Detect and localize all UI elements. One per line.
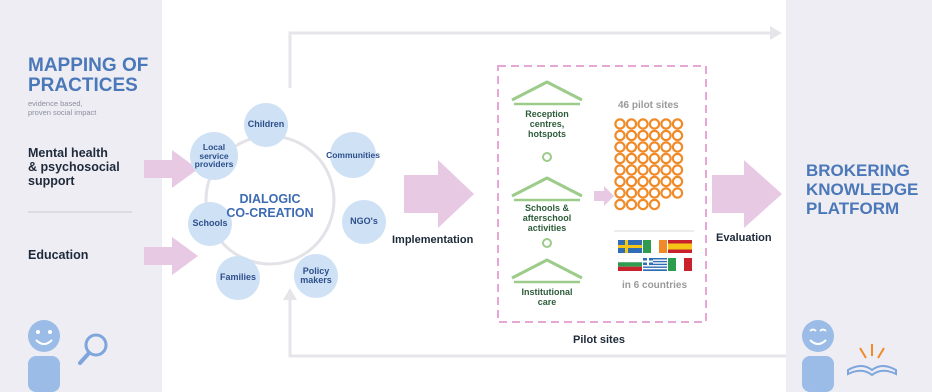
spain-flag [668,240,692,253]
house-roof-schools [511,176,583,198]
pilot-site-dot [660,187,672,199]
pilot-site-dot [614,164,626,176]
pilot-site-dot [671,152,684,165]
education-label: Education [28,248,89,262]
pilot-site-dot [637,118,649,130]
pilot-site-dot [648,141,661,153]
pilot-site-dot [637,175,649,188]
pilot-site-dot [637,152,649,165]
pilot-site-dot [625,175,638,188]
mental-health-line2: & psychosocial [28,160,120,174]
pilot-inner-arrow [594,186,614,206]
pilot-site-dot [614,152,626,165]
mental-health-line3: support [28,174,75,188]
mapping-panel [0,0,162,392]
pilot-site-dot [614,129,626,142]
greece-flag [643,258,667,271]
node-communities: Communities [326,132,380,178]
mapping-subtitle-line1: evidence based, [28,99,83,108]
pilot-site-dots [614,118,684,211]
pilot-site-dot [614,118,626,130]
input-arrow-mental-health [144,150,198,188]
pilot-site-dot [648,175,661,188]
pilot-site-dot [625,187,638,199]
house-roof-institutional [511,258,583,280]
ireland-flag [643,240,667,253]
countries-label: in 6 countries [622,280,688,291]
implementation-arrow [404,160,474,228]
house-roof-reception [511,80,583,102]
node-ngos: NGO's [342,200,386,244]
pilot-site-dot [637,164,649,176]
mapping-title-line1: MAPPING OF [28,55,149,76]
pilot-site-dot [660,118,672,130]
bottom-flow-arrowhead [283,288,297,300]
pilot-site-dot [637,129,649,142]
pilot-site-dot [614,175,626,188]
node-families: Families [216,256,260,300]
connector-dot-1 [542,152,552,162]
top-flow-line [288,31,770,88]
pilot-site-dot [625,118,638,130]
pilot-site-dot [671,187,684,199]
pilot-site-dot [648,118,661,130]
pilot-site-dot [660,175,672,188]
mental-health-line1: Mental health [28,146,108,160]
evaluation-arrow [712,160,782,228]
brokering-title-line3: PLATFORM [806,199,900,218]
person-search-icon [28,320,108,392]
pilot-site-dot [660,152,672,165]
brokering-title-line2: KNOWLEDGE [806,180,919,199]
pilot-site-dot [660,129,672,142]
pilot-site-dot [614,141,626,153]
pilot-site-dot [625,152,638,165]
pilot-site-dot [625,129,638,142]
person-book-icon [802,320,897,392]
pilot-sites-label: Pilot sites [573,334,625,346]
pilot-site-dot [614,187,626,199]
evaluation-label: Evaluation [716,232,772,244]
node-children: Children [244,103,288,147]
pilot-site-dot [660,164,672,176]
brokering-title-line1: BROKERING [806,161,910,180]
pilot-site-dot [671,164,684,176]
pilot-site-dot [660,141,672,153]
pilot-sites-box [497,65,707,323]
bulgaria-flag [618,258,642,271]
pilot-site-dot [648,187,661,199]
pilot-site-dot [625,141,638,153]
pilot-count-label: 46 pilot sites [618,100,679,111]
pilot-site-dot [671,118,684,130]
connector-dot-2 [542,238,552,248]
input-arrow-education [144,237,198,275]
mapping-title-line2: PRACTICES [28,75,138,96]
implementation-label: Implementation [392,234,474,246]
pilot-site-dot [637,141,649,153]
pilot-site-dot [648,152,661,165]
pilot-site-dot [625,198,638,211]
pilot-site-dot [648,129,661,142]
pilot-site-dot [637,198,649,211]
pilot-site-dot [648,164,661,176]
italy-flag [668,258,692,271]
pilot-site-dot [614,198,626,211]
mapping-subtitle-line2: proven social impact [28,108,97,117]
pilot-site-dot [671,175,684,188]
sweden-flag [618,240,642,253]
pilot-site-dot [637,187,649,199]
pilot-site-dot [671,129,684,142]
pilot-site-dot [648,198,661,211]
bottom-flow-line [288,300,786,358]
pilot-site-dot [625,164,638,176]
pilot-site-dot [671,141,684,153]
top-flow-arrowhead [770,26,782,40]
node-schools: Schools [188,202,232,246]
